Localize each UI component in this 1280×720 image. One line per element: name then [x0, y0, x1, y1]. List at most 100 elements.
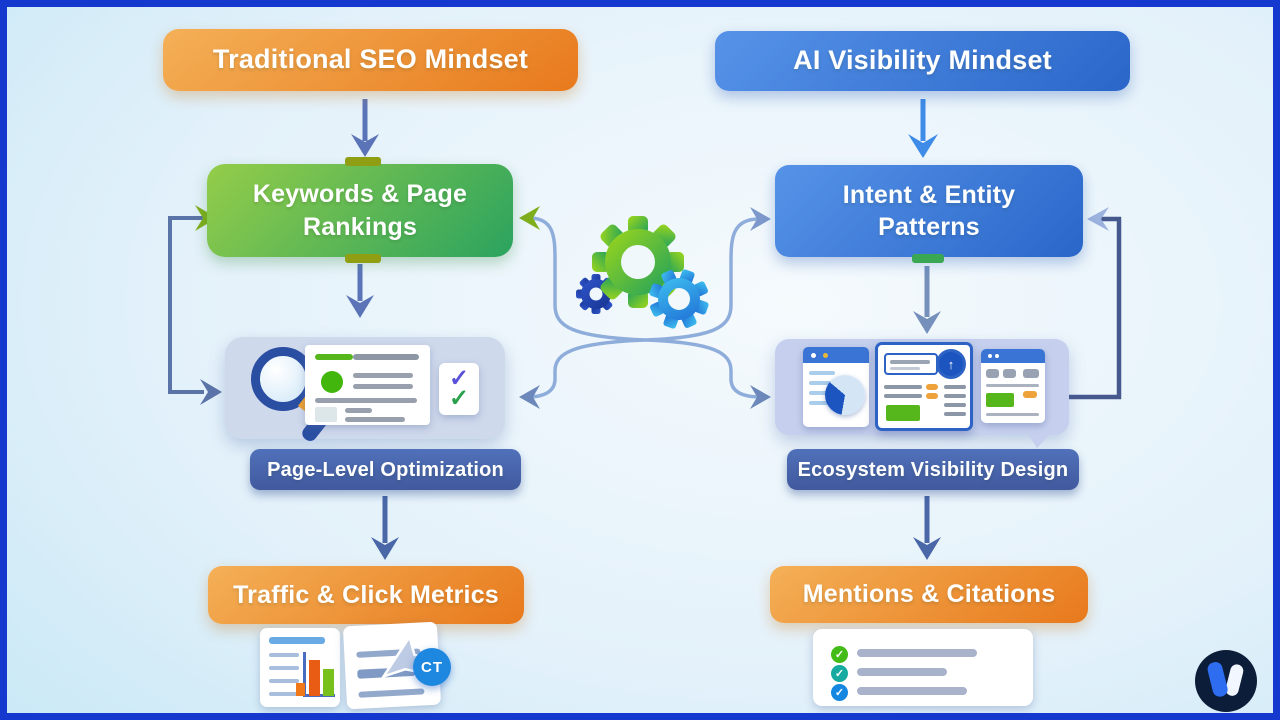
check-icon: ✓ [834, 649, 845, 661]
node-intent-entity: Intent & Entity Patterns [775, 165, 1083, 257]
search-line [890, 360, 930, 364]
connector-tab [912, 254, 944, 263]
doc-line [353, 384, 413, 389]
check-icon: ✓ [834, 687, 845, 699]
window-titlebar [803, 347, 869, 363]
chart-line [269, 679, 299, 683]
window-dot [823, 353, 828, 358]
chart-line [269, 653, 299, 657]
bar-green [323, 669, 334, 696]
bar-orange-tall [309, 660, 320, 696]
doc-bullet [321, 371, 343, 393]
chart-axis-y [303, 652, 306, 697]
check-icon: ✓ [834, 668, 845, 680]
node-traffic-click-metrics: Traffic & Click Metrics [208, 566, 524, 624]
checklist-line [857, 668, 947, 676]
window-line [809, 401, 835, 405]
gears-icon [576, 216, 709, 329]
check-circle-teal: ✓ [831, 665, 848, 682]
checklist-card: ✓ ✓ ✓ [813, 629, 1033, 706]
row-chip-orange [926, 393, 938, 399]
gray-chip [1003, 369, 1016, 378]
chart-line [269, 692, 299, 696]
node-label: Page-Level Optimization [267, 458, 504, 481]
node-label: Ecosystem Visibility Design [797, 458, 1069, 481]
node-traditional-seo-title: Traditional SEO Mindset [163, 29, 578, 91]
browser-window-list [981, 349, 1045, 423]
connector-layer [168, 99, 1257, 712]
chart-line [269, 666, 299, 670]
node-label: Traditional SEO Mindset [212, 44, 529, 75]
checklist-line [857, 687, 967, 695]
gray-chip [1023, 369, 1039, 378]
check-icon: ✓ [448, 385, 470, 412]
chart-title-bar [269, 637, 325, 644]
ct-badge: CT [413, 648, 451, 686]
ct-badge-label: CT [421, 658, 443, 676]
feedback-loop-right [1069, 207, 1122, 400]
check-icon: ✓ [448, 365, 470, 392]
pie-chart-icon [825, 375, 865, 415]
feedback-loop-left [168, 205, 222, 405]
row-chip-orange [1023, 391, 1037, 398]
doc-line [315, 398, 417, 403]
doc-bar-gray [353, 354, 419, 360]
brand-logo [1195, 650, 1257, 712]
row-chip-orange [926, 384, 938, 390]
browser-window-search: ↑ [875, 342, 973, 431]
green-block [986, 393, 1014, 407]
doc-line [345, 408, 372, 413]
bar-orange-small [296, 683, 305, 696]
search-line [890, 367, 920, 370]
window-line [986, 413, 1039, 416]
window-line [809, 381, 835, 385]
row-line [944, 412, 966, 416]
window-line [809, 391, 835, 395]
node-mentions-citations: Mentions & Citations [770, 566, 1088, 623]
node-page-level-optimization: Page-Level Optimization [250, 449, 521, 490]
window-dot [995, 354, 999, 358]
doc-thumb [315, 407, 337, 422]
doc-line [353, 373, 413, 378]
search-bar [884, 353, 938, 375]
window-dot [988, 354, 992, 358]
node-ecosystem-visibility: Ecosystem Visibility Design [787, 449, 1079, 490]
row-line [944, 385, 966, 389]
left-illustration-panel: ✓ ✓ [225, 337, 505, 444]
window-line [986, 384, 1039, 387]
connector-tab [345, 254, 381, 263]
doc-line [345, 417, 405, 422]
center-connector-heads [519, 206, 771, 409]
upload-circle-icon: ↑ [936, 349, 966, 379]
browser-window-pie [803, 347, 869, 427]
bar-chart-card [260, 628, 340, 707]
check-circle-blue: ✓ [831, 684, 848, 701]
row-line [944, 403, 966, 407]
node-ai-visibility-title: AI Visibility Mindset [715, 31, 1130, 91]
node-label: AI Visibility Mindset [793, 45, 1052, 76]
node-label: Keywords & Page Rankings [252, 180, 468, 241]
connector-tab [345, 157, 381, 166]
node-label: Mentions & Citations [802, 580, 1056, 609]
node-label: Traffic & Click Metrics [233, 580, 499, 609]
checkmarks-card: ✓ ✓ [439, 363, 479, 415]
green-block [886, 405, 920, 421]
row-line [944, 394, 966, 398]
node-keywords-rankings: Keywords & Page Rankings [207, 164, 513, 257]
row-line [884, 394, 922, 398]
checklist-line [857, 649, 977, 657]
node-label: Intent & Entity Patterns [842, 180, 1016, 242]
row-line [884, 385, 922, 389]
panel-tail [1027, 433, 1051, 448]
right-illustration-panel: ↑ [775, 339, 1069, 448]
window-line [809, 371, 835, 375]
window-titlebar [981, 349, 1045, 363]
window-dot [811, 353, 816, 358]
check-circle-green: ✓ [831, 646, 848, 663]
gray-chip [986, 369, 999, 378]
arrow-up-icon: ↑ [947, 356, 955, 372]
doc-bar-green [315, 354, 353, 360]
document-illustration [305, 345, 430, 425]
flow-arrows [346, 99, 941, 560]
